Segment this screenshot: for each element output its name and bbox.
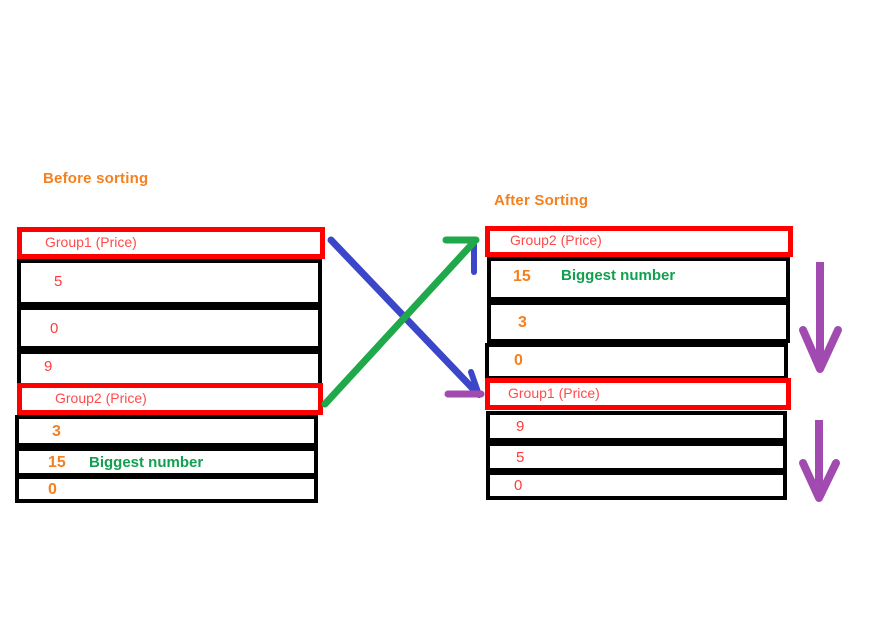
before-group2-value-0: 3 <box>52 423 61 440</box>
before-group1-value-0: 5 <box>54 273 63 290</box>
purple-sort-arrow-top-icon <box>799 262 842 373</box>
after-group1-value-0: 9 <box>516 418 525 435</box>
table-row <box>17 259 322 306</box>
table-row <box>15 475 318 503</box>
table-row <box>486 442 787 472</box>
after-group1-value-2: 0 <box>514 477 523 494</box>
after-biggest-number-note: Biggest number <box>561 267 676 284</box>
purple-sort-arrow-bottom-icon <box>799 420 840 502</box>
table-row <box>17 306 322 350</box>
after-group2-value-2: 0 <box>514 352 523 369</box>
table-row <box>487 301 790 343</box>
after-group1-header-label: Group1 (Price) <box>508 385 600 401</box>
after-group1-value-1: 5 <box>516 449 525 466</box>
before-group2-header-label: Group2 (Price) <box>55 390 147 406</box>
before-group1-header-label: Group1 (Price) <box>45 234 137 250</box>
before-group1-header-row <box>17 227 325 259</box>
after-group2-value-0: 15 <box>513 268 531 285</box>
table-row <box>485 343 788 380</box>
after-group1-header-row <box>485 378 791 410</box>
table-row <box>15 415 318 447</box>
before-sorting-title: Before sorting <box>43 170 149 187</box>
after-sorting-title: After Sorting <box>494 192 589 209</box>
before-group2-header-row <box>17 383 323 415</box>
after-group2-value-1: 3 <box>518 314 527 331</box>
table-row <box>486 471 787 500</box>
blue-swap-arrow-icon <box>327 236 482 398</box>
before-group1-value-1: 0 <box>50 320 59 337</box>
before-group1-value-2: 9 <box>44 358 53 375</box>
before-group2-value-2: 0 <box>48 481 57 498</box>
before-biggest-number-note: Biggest number <box>89 454 204 471</box>
before-group2-value-1: 15 <box>48 454 66 471</box>
after-group2-header-row <box>485 226 793 257</box>
table-row <box>486 411 787 442</box>
green-swap-arrow-icon <box>321 236 480 408</box>
after-group2-header-label: Group2 (Price) <box>510 232 602 248</box>
